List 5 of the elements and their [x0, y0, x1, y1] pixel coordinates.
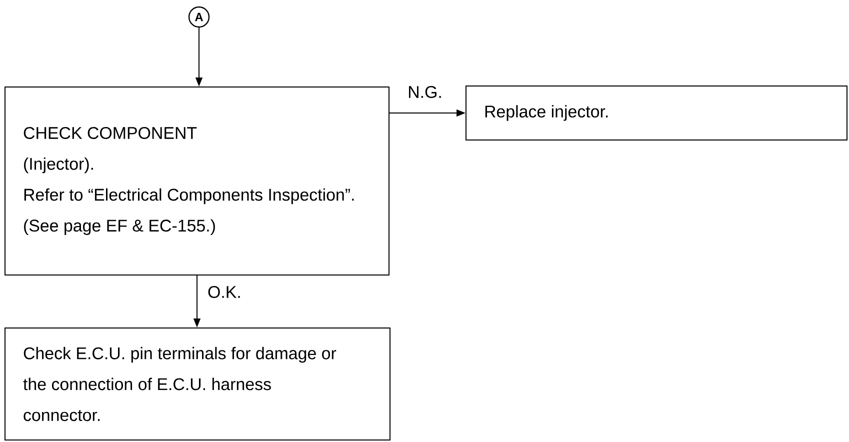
process-box: Replace injector.	[466, 86, 848, 140]
edge-label: O.K.	[206, 285, 242, 299]
edge-label: N.G.	[406, 85, 444, 99]
process-box: CHECK COMPONENT (Injector). Refer to “Electrical Components Inspection”. (See page EF & EC-155.)	[4, 86, 390, 276]
process-box: Check E.C.U. pin terminals for damage or the connection of E.C.U. harness connector.	[4, 328, 390, 440]
